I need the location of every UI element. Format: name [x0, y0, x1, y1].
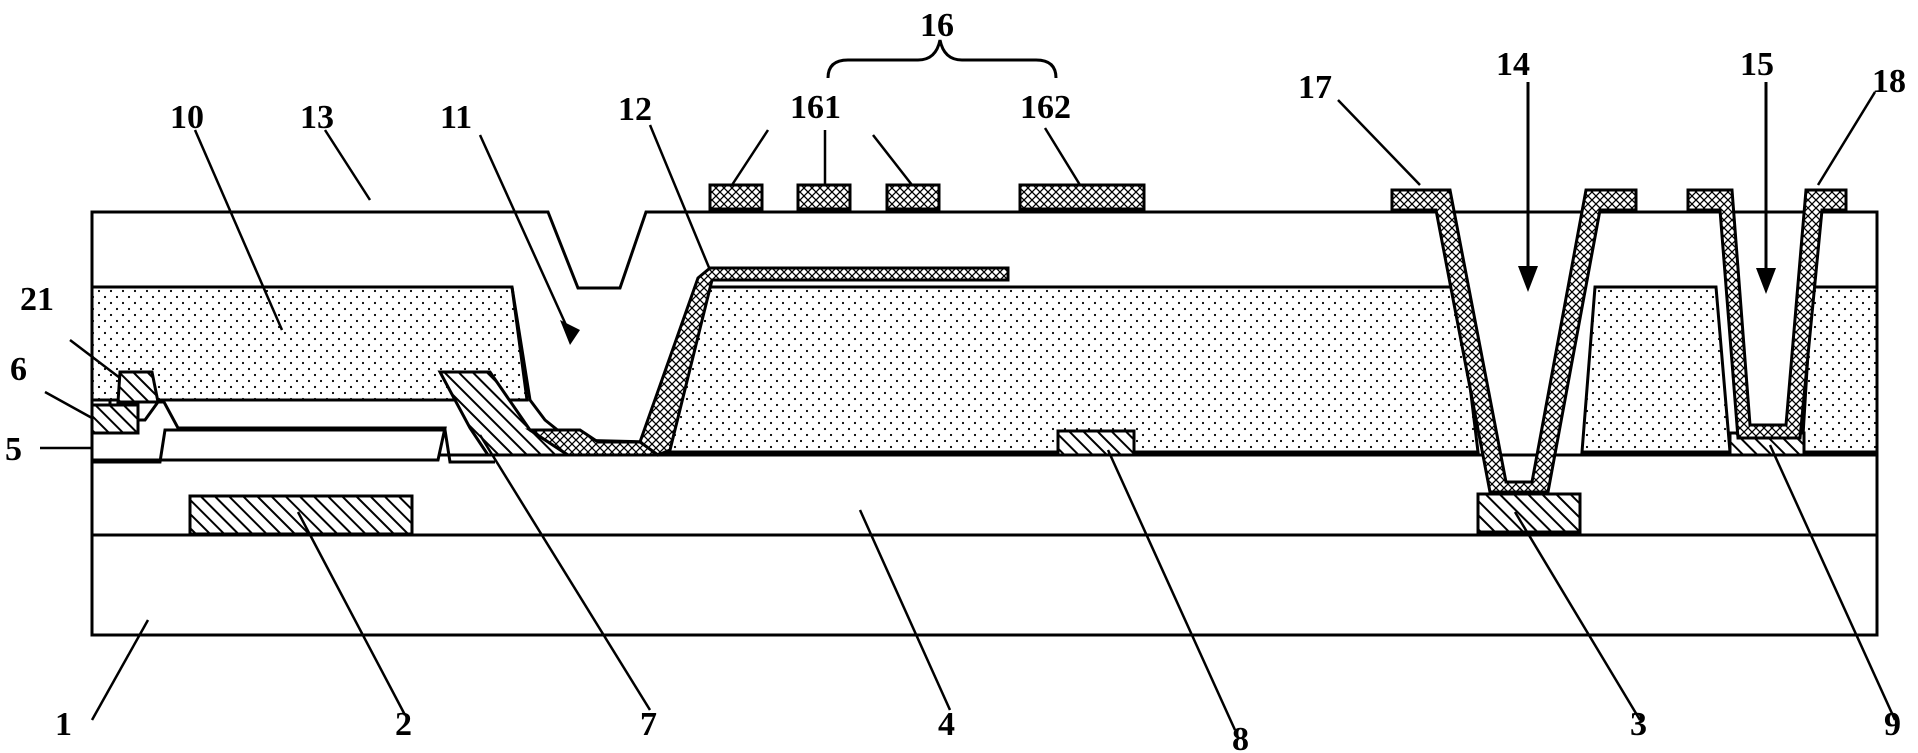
label-1: 1 [55, 706, 72, 743]
leader-lines [40, 91, 1897, 731]
label-5: 5 [5, 431, 22, 468]
gate-electrode [188, 494, 414, 536]
arrowheads [560, 266, 1776, 345]
planarization-layer-right-a [1580, 285, 1732, 454]
electrode-8 [1056, 429, 1136, 457]
sensing-pad-161-c [885, 183, 941, 211]
via-lining-17 [1390, 188, 1638, 494]
label-15: 15 [1740, 46, 1774, 83]
label-10: 10 [170, 99, 204, 136]
electrode-21 [116, 370, 160, 404]
label-14: 14 [1496, 46, 1530, 83]
label-4: 4 [938, 706, 955, 743]
label-7: 7 [640, 706, 657, 743]
thin-layer-outline [92, 428, 495, 464]
label-2: 2 [395, 706, 412, 743]
label-161: 161 [790, 89, 841, 126]
sensing-pad-162 [1018, 183, 1146, 211]
arrows [1526, 82, 1768, 270]
via-lining-18 [1686, 188, 1848, 440]
label-13: 13 [300, 99, 334, 136]
label-16: 16 [920, 7, 954, 44]
contact-pad [1476, 492, 1582, 534]
label-9: 9 [1884, 706, 1901, 743]
planarization-layer-main [652, 285, 1480, 454]
substrate [90, 533, 1879, 637]
sensing-pad-161-a [708, 183, 764, 211]
label-12: 12 [618, 91, 652, 128]
label-162: 162 [1020, 89, 1071, 126]
label-18: 18 [1872, 63, 1906, 100]
label-11: 11 [440, 99, 472, 136]
label-17: 17 [1298, 69, 1332, 106]
label-21: 21 [20, 281, 54, 318]
electrode-6 [90, 403, 140, 435]
label-6: 6 [10, 351, 27, 388]
planarization-layer [90, 285, 529, 402]
label-3: 3 [1630, 706, 1647, 743]
brace-16 [826, 39, 1058, 79]
pixel-electrode-slope [638, 266, 1010, 457]
sensing-pad-161-b [796, 183, 852, 211]
label-8: 8 [1232, 721, 1249, 753]
